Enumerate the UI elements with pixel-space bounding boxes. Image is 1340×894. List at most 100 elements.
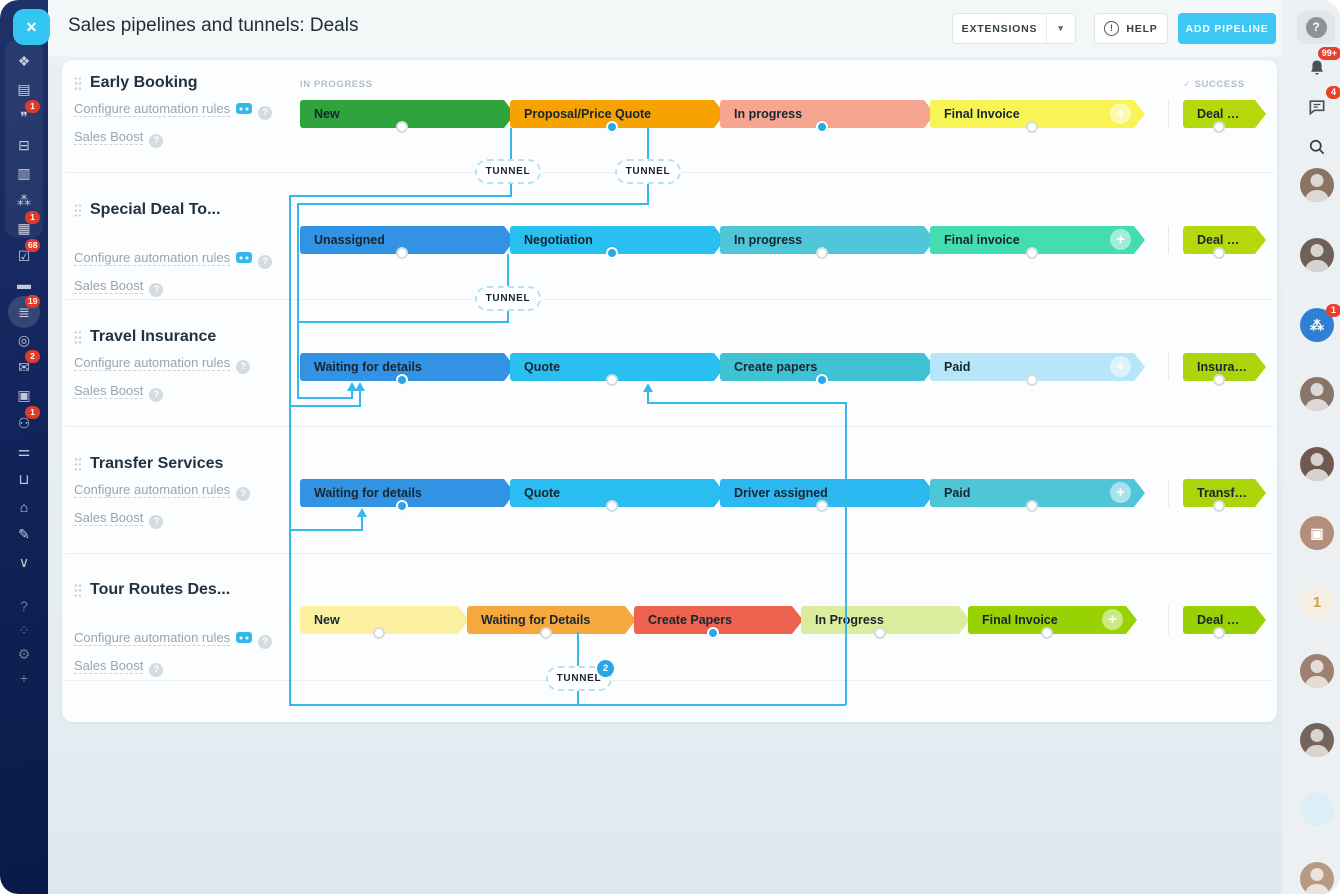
stage-connector-dot[interactable] xyxy=(707,627,719,639)
rail-help-button[interactable]: ? xyxy=(1297,11,1335,44)
configure-automation-link[interactable]: Configure automation rules xyxy=(74,101,231,117)
stage-chip[interactable]: Create papers xyxy=(720,353,935,386)
configure-automation-link[interactable]: Configure automation rules xyxy=(74,250,231,266)
stage-chip[interactable]: Waiting for details xyxy=(300,479,515,512)
stage-chip[interactable]: Paid+ xyxy=(930,353,1145,386)
add-stage-button[interactable]: + xyxy=(1110,229,1131,250)
avatar-card-icon[interactable]: ▣ xyxy=(1300,516,1334,550)
stage-connector-dot[interactable] xyxy=(606,374,618,386)
sales-boost-link[interactable]: Sales Boost xyxy=(74,510,144,526)
stage-connector-dot[interactable] xyxy=(1213,374,1225,386)
stage-connector-dot[interactable] xyxy=(606,500,618,512)
sidebar-item-dashboard[interactable]: ▤ xyxy=(0,77,48,101)
stage-connector-dot[interactable] xyxy=(1041,627,1053,639)
sidebar-item-inbox[interactable]: ⊟ xyxy=(0,133,48,157)
stage-connector-dot[interactable] xyxy=(816,500,828,512)
stage-connector-dot[interactable] xyxy=(1026,247,1038,259)
avatar-illustration[interactable] xyxy=(1300,792,1334,826)
avatar[interactable] xyxy=(1300,723,1334,757)
stage-chip[interactable]: In Progress xyxy=(801,606,970,639)
stage-connector-dot[interactable] xyxy=(396,247,408,259)
stage-chip[interactable]: New xyxy=(300,606,469,639)
avatar[interactable] xyxy=(1300,654,1334,688)
sidebar-item-add[interactable]: + xyxy=(0,666,48,690)
help-circle-icon[interactable]: ? xyxy=(149,515,164,529)
stage-connector-dot[interactable] xyxy=(1026,121,1038,133)
sidebar-item-help[interactable]: ? xyxy=(0,594,48,618)
success-stage-chip[interactable]: Deal won xyxy=(1183,226,1266,259)
tunnel-pill[interactable]: TUNNEL xyxy=(475,286,541,311)
sales-boost-link[interactable]: Sales Boost xyxy=(74,658,144,674)
pipeline-title[interactable]: Early Booking xyxy=(90,74,198,91)
sidebar-item-bot[interactable]: ⚇1 xyxy=(0,406,48,435)
stage-connector-dot[interactable] xyxy=(1213,247,1225,259)
stage-connector-dot[interactable] xyxy=(1213,121,1225,133)
drag-handle[interactable] xyxy=(74,330,81,344)
sales-boost-link[interactable]: Sales Boost xyxy=(74,278,144,294)
add-stage-button[interactable]: + xyxy=(1110,356,1131,377)
close-sidebar-button[interactable]: ✕ xyxy=(13,9,50,45)
sidebar-item-mail[interactable]: ✉2 xyxy=(0,350,48,379)
stage-chip[interactable]: Driver assigned xyxy=(720,479,935,512)
add-stage-button[interactable]: + xyxy=(1110,103,1131,124)
stage-chip[interactable]: Final invoice+ xyxy=(930,226,1145,259)
pipeline-title[interactable]: Special Deal To... xyxy=(90,201,221,218)
tunnel-pill[interactable]: TUNNEL xyxy=(475,159,541,184)
stage-connector-dot[interactable] xyxy=(540,627,552,639)
sidebar-item-settings[interactable]: ⚙ xyxy=(0,642,48,666)
stage-chip[interactable]: In progress xyxy=(720,226,935,259)
sidebar-item-stats[interactable]: ≣19 xyxy=(0,295,48,324)
stage-chip[interactable]: Create Papers xyxy=(634,606,803,639)
stage-chip[interactable]: Quote xyxy=(510,479,725,512)
stage-connector-dot[interactable] xyxy=(373,627,385,639)
stage-connector-dot[interactable] xyxy=(396,121,408,133)
success-stage-chip[interactable]: Deal won xyxy=(1183,606,1266,639)
help-circle-icon[interactable]: ? xyxy=(236,360,251,374)
add-pipeline-button[interactable]: ADD PIPELINE xyxy=(1178,13,1276,44)
add-stage-button[interactable]: + xyxy=(1102,609,1123,630)
help-circle-icon[interactable]: ? xyxy=(149,663,164,677)
help-circle-icon[interactable]: ? xyxy=(236,487,251,501)
avatar[interactable] xyxy=(1300,377,1334,411)
pipeline-title[interactable]: Travel Insurance xyxy=(90,328,217,345)
avatar[interactable] xyxy=(1300,862,1334,894)
sidebar-item-integrations[interactable]: ⁘ xyxy=(0,618,48,642)
stage-chip[interactable]: Negotiation xyxy=(510,226,725,259)
configure-automation-link[interactable]: Configure automation rules xyxy=(74,630,231,646)
drag-handle[interactable] xyxy=(74,76,81,90)
messages-button[interactable]: 4 xyxy=(1300,86,1340,124)
help-button[interactable]: ! HELP xyxy=(1094,13,1168,44)
help-circle-icon[interactable]: ? xyxy=(258,106,273,120)
sidebar-item-chats[interactable]: ❞1 xyxy=(0,100,48,129)
stage-chip[interactable]: Final Invoice+ xyxy=(968,606,1137,639)
stage-connector-dot[interactable] xyxy=(816,247,828,259)
sidebar-item-goals[interactable]: ◎ xyxy=(0,328,48,352)
sales-boost-link[interactable]: Sales Boost xyxy=(74,383,144,399)
sidebar-item-products[interactable]: ▣ xyxy=(0,383,48,407)
help-circle-icon[interactable]: ? xyxy=(149,388,164,402)
stage-connector-dot[interactable] xyxy=(606,247,618,259)
sidebar-item-id-card[interactable]: ▬ xyxy=(0,272,48,296)
success-stage-chip[interactable]: Insuran... xyxy=(1183,353,1266,386)
avatar[interactable] xyxy=(1300,447,1334,481)
help-circle-icon[interactable]: ? xyxy=(258,255,273,269)
sidebar-item-documents[interactable]: ▥ xyxy=(0,161,48,185)
notifications-bell-button[interactable]: 99+ xyxy=(1300,47,1340,85)
team-chat-logo[interactable]: ⁂1 xyxy=(1300,304,1340,342)
stage-chip[interactable]: In progress xyxy=(720,100,935,133)
stage-chip[interactable]: Proposal/Price Quote xyxy=(510,100,725,133)
stage-connector-dot[interactable] xyxy=(1213,500,1225,512)
pipeline-title[interactable]: Tour Routes Des... xyxy=(90,581,231,598)
stage-connector-dot[interactable] xyxy=(816,121,828,133)
stage-chip[interactable]: New xyxy=(300,100,515,133)
sidebar-item-deals[interactable]: ❖ xyxy=(0,49,48,73)
help-circle-icon[interactable]: ? xyxy=(149,134,164,148)
stage-connector-dot[interactable] xyxy=(1026,374,1038,386)
sidebar-item-cart[interactable]: ⊔ xyxy=(0,467,48,491)
help-circle-icon[interactable]: ? xyxy=(258,635,273,649)
extensions-button[interactable]: EXTENSIONS ▾ xyxy=(952,13,1076,44)
stage-connector-dot[interactable] xyxy=(396,374,408,386)
add-stage-button[interactable]: + xyxy=(1110,482,1131,503)
stage-connector-dot[interactable] xyxy=(874,627,886,639)
